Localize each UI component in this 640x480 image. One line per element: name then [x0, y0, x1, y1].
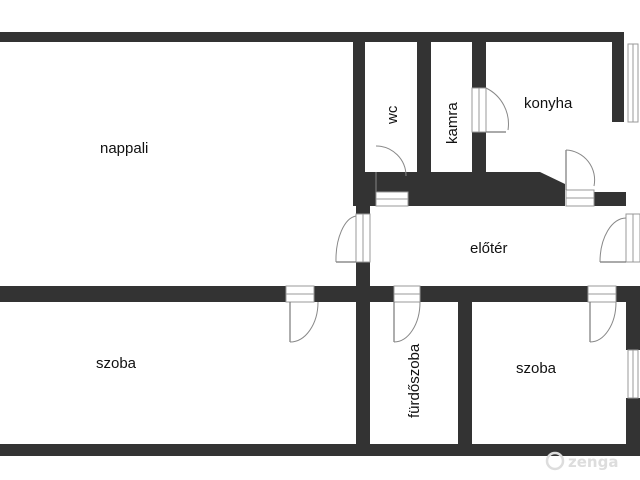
wall-top-right [612, 32, 624, 122]
room-labels: nappali wc kamra konyha előtér szoba für… [96, 95, 573, 418]
zenga-logo: zenga [545, 451, 618, 471]
wall-middle-bath [420, 286, 588, 302]
windows [627, 43, 639, 399]
label-furdoszoba: fürdőszoba [406, 343, 423, 418]
door-konyha [565, 149, 596, 207]
door-kamra [471, 87, 509, 133]
door-hall-left [335, 213, 371, 263]
wall-middle-left [0, 286, 286, 302]
window-right-top [627, 43, 639, 123]
door-szoba-left [285, 285, 319, 343]
label-eloter: előtér [470, 240, 508, 257]
zenga-logo-icon [545, 451, 565, 471]
label-szoba-left: szoba [96, 355, 137, 372]
wall-wc-kamra [417, 42, 431, 204]
door-wc [375, 145, 409, 207]
wall-right-edge-low [626, 398, 640, 448]
door-entrance [599, 213, 640, 263]
label-konyha: konyha [524, 95, 573, 112]
wall-right-edge [626, 302, 640, 350]
label-szoba-right: szoba [516, 360, 557, 377]
wall-konyha-bottom [594, 192, 626, 206]
door-szoba-right [587, 285, 617, 343]
doors [285, 87, 640, 343]
wall-top [0, 32, 620, 42]
wall-szoba-right [356, 302, 370, 450]
label-wc: wc [384, 105, 401, 125]
wall-bottom [0, 444, 640, 456]
label-nappali: nappali [100, 140, 148, 157]
label-kamra: kamra [444, 102, 461, 144]
wall-bath-right [458, 302, 472, 450]
walls [0, 32, 640, 456]
window-right-bottom [627, 349, 639, 399]
wall-hall-left-lower [356, 262, 370, 292]
door-bathroom [393, 285, 421, 343]
watermark-text: zenga [568, 453, 618, 471]
wall-hall-left-upper [356, 192, 370, 214]
wall-nappali-right [353, 32, 365, 192]
wall-middle-right [616, 286, 640, 302]
wall-middle-center [314, 286, 394, 302]
